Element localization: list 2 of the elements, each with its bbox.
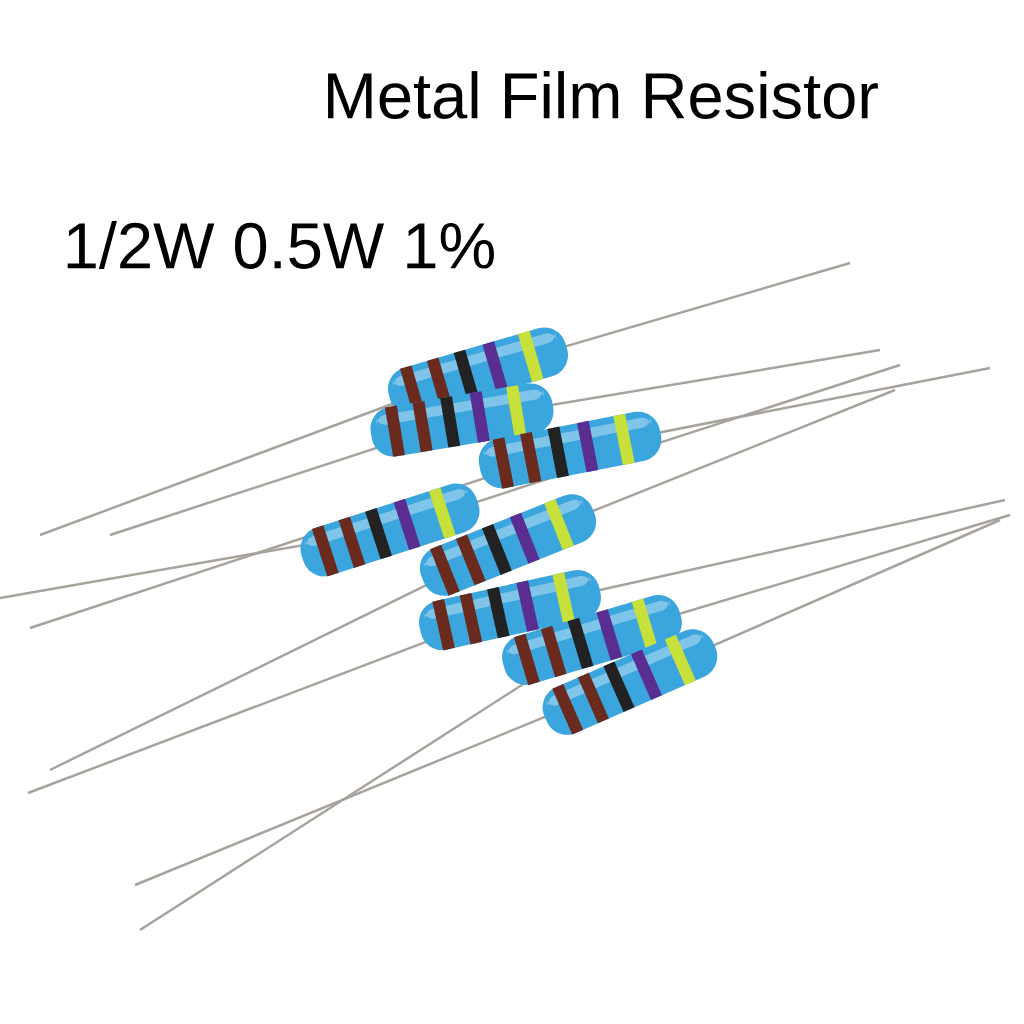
rating-text: 1/2W 0.5W 1% xyxy=(67,221,494,269)
title: Metal Film Resistor xyxy=(328,71,878,119)
